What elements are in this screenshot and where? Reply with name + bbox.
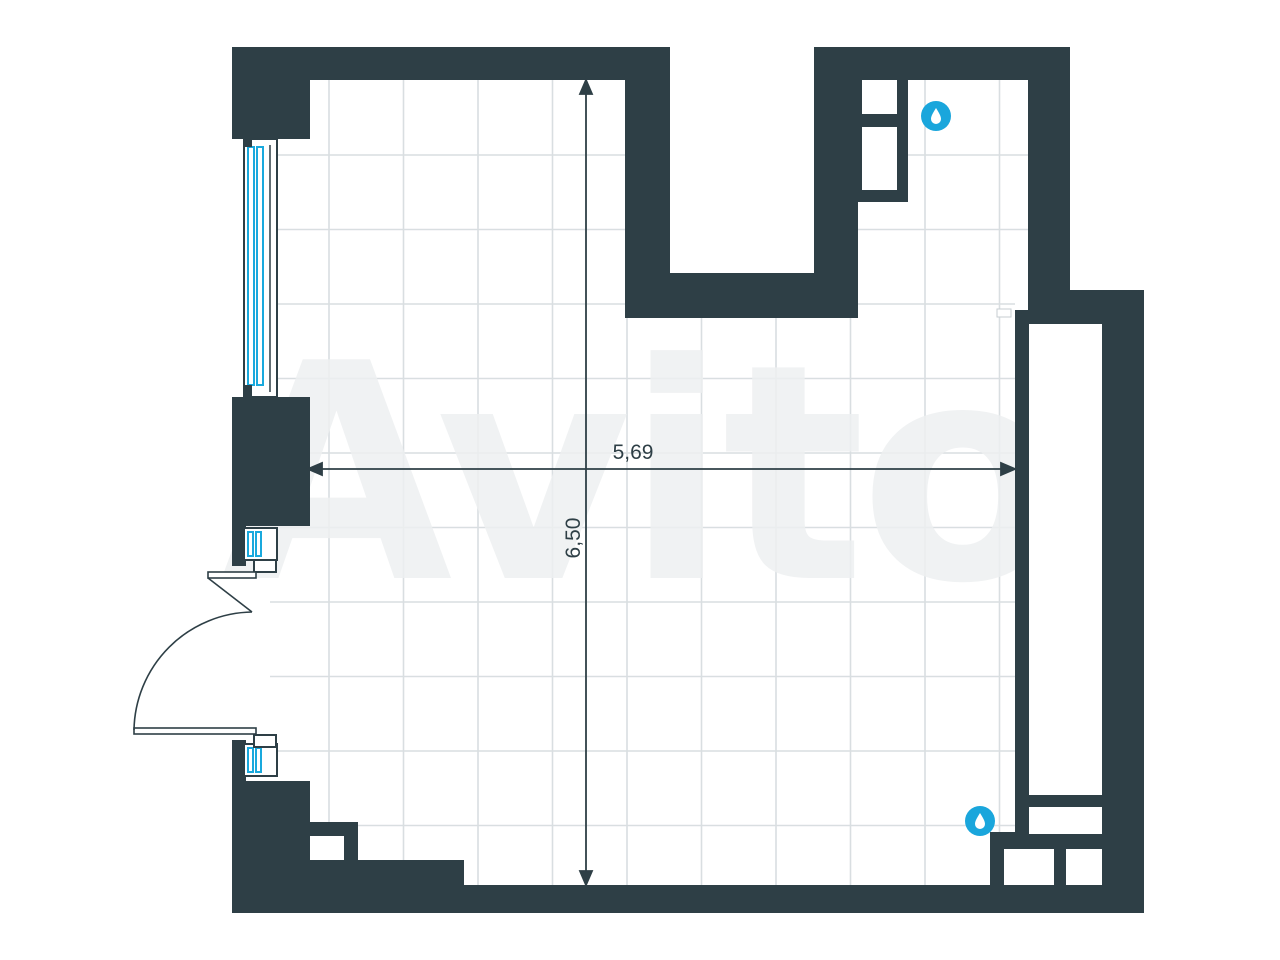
- door-leaf-bottom: [133, 727, 257, 735]
- dimension-width-label: 5,69: [613, 441, 654, 464]
- water-drop-icon: [921, 101, 951, 131]
- door-leaf-top: [207, 571, 257, 579]
- watermark: Avito: [220, 300, 1059, 649]
- shaft-cutouts: [310, 80, 1102, 885]
- door: [133, 571, 257, 735]
- shaft-top-2: [862, 127, 897, 190]
- wall-bottom-left-step2: [232, 860, 464, 913]
- window-small-upper: [243, 527, 278, 573]
- shaft-bottom-left: [310, 836, 344, 860]
- wall-right-upper: [1028, 47, 1070, 303]
- wall-top-right: [814, 47, 1070, 80]
- window-upper: [243, 138, 278, 398]
- wall-inner-partition: [1015, 310, 1029, 832]
- wall-left-door-jamb-bottom: [232, 740, 246, 781]
- wall-left-pier: [232, 397, 310, 526]
- wall-left-door-jamb-top: [232, 526, 246, 566]
- dimension-height: [578, 77, 594, 888]
- dimension-width: [305, 461, 1018, 477]
- shaft-bottom-2: [1066, 849, 1102, 885]
- dimension-height-label: 6,50: [562, 518, 585, 559]
- window-small-lower: [243, 734, 278, 777]
- walls: [232, 47, 1144, 913]
- shaft-top-1: [862, 80, 897, 114]
- door-swing-arc: [133, 611, 253, 731]
- shaft-bottom-1: [1004, 849, 1054, 885]
- wall-notch-left: [625, 47, 670, 318]
- wall-notch-right: [814, 47, 858, 318]
- water-drop-icon: [965, 806, 995, 836]
- outlet-marker: [996, 308, 1012, 318]
- shaft-right-long: [1029, 324, 1102, 795]
- floor-area: [270, 80, 1028, 885]
- shaft-right-bottom: [1029, 807, 1102, 834]
- wall-top-left: [232, 47, 670, 80]
- wall-partition-top: [1015, 310, 1105, 324]
